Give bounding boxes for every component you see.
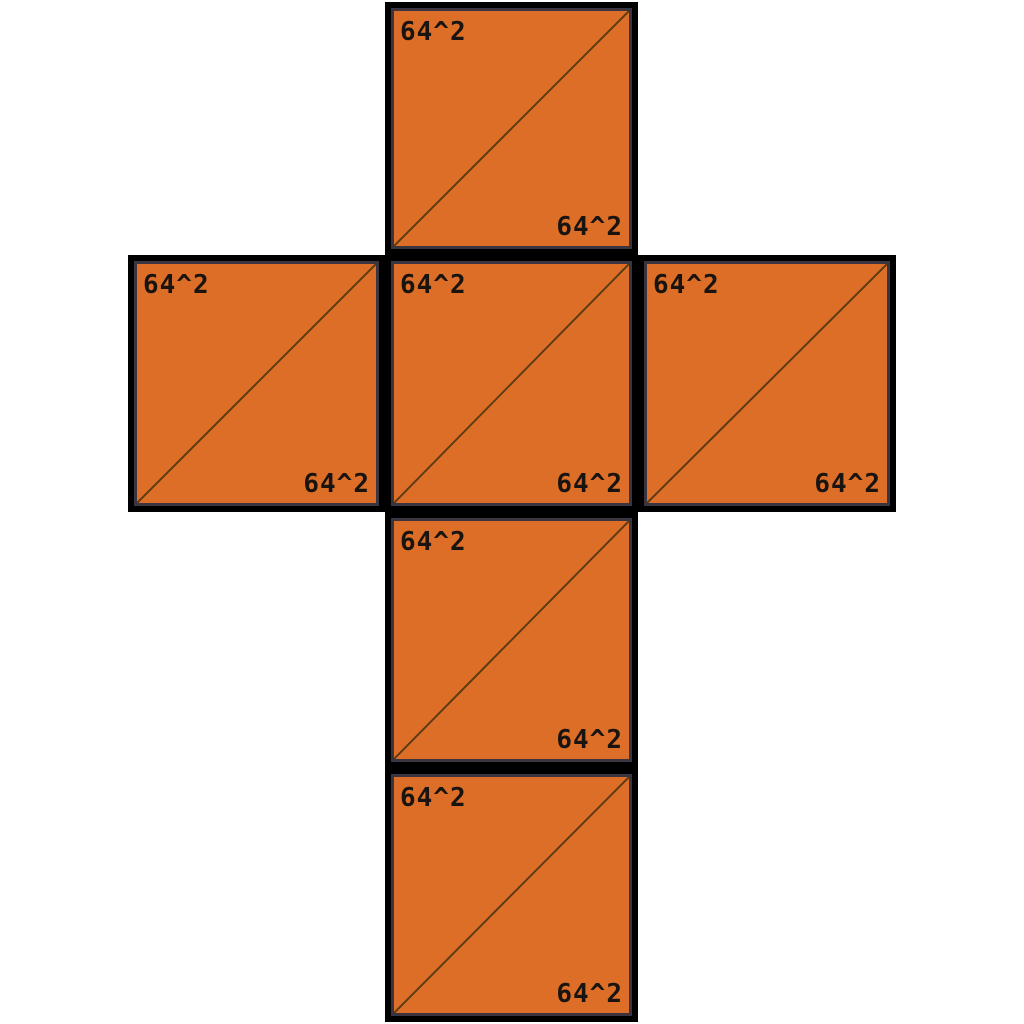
diagonal-line bbox=[394, 521, 629, 759]
size-label-top-left: 64^2 bbox=[653, 270, 720, 300]
cube-face-bottom: 64^2 64^2 bbox=[385, 512, 638, 768]
diagonal-line bbox=[647, 264, 887, 503]
cube-face-front: 64^2 64^2 bbox=[385, 255, 638, 512]
size-label-top-left: 64^2 bbox=[143, 270, 210, 300]
face-panel: 64^2 64^2 bbox=[134, 261, 379, 506]
size-label-bottom-right: 64^2 bbox=[556, 469, 623, 499]
face-panel: 64^2 64^2 bbox=[391, 261, 632, 506]
size-label-top-left: 64^2 bbox=[400, 17, 467, 47]
size-label-bottom-right: 64^2 bbox=[814, 469, 881, 499]
diagonal-line bbox=[394, 11, 629, 246]
face-panel: 64^2 64^2 bbox=[391, 518, 632, 762]
face-panel: 64^2 64^2 bbox=[391, 774, 632, 1016]
face-panel: 64^2 64^2 bbox=[644, 261, 890, 506]
cube-face-left: 64^2 64^2 bbox=[128, 255, 385, 512]
size-label-bottom-right: 64^2 bbox=[556, 212, 623, 242]
diagonal-line bbox=[394, 777, 629, 1013]
size-label-top-left: 64^2 bbox=[400, 527, 467, 557]
size-label-bottom-right: 64^2 bbox=[556, 725, 623, 755]
cube-face-right: 64^2 64^2 bbox=[638, 255, 896, 512]
size-label-top-left: 64^2 bbox=[400, 783, 467, 813]
diagonal-line bbox=[137, 264, 376, 503]
cube-face-back: 64^2 64^2 bbox=[385, 768, 638, 1022]
face-panel: 64^2 64^2 bbox=[391, 8, 632, 249]
cube-face-top: 64^2 64^2 bbox=[385, 2, 638, 255]
size-label-bottom-right: 64^2 bbox=[556, 979, 623, 1009]
diagonal-line bbox=[394, 264, 629, 503]
size-label-top-left: 64^2 bbox=[400, 270, 467, 300]
size-label-bottom-right: 64^2 bbox=[303, 469, 370, 499]
